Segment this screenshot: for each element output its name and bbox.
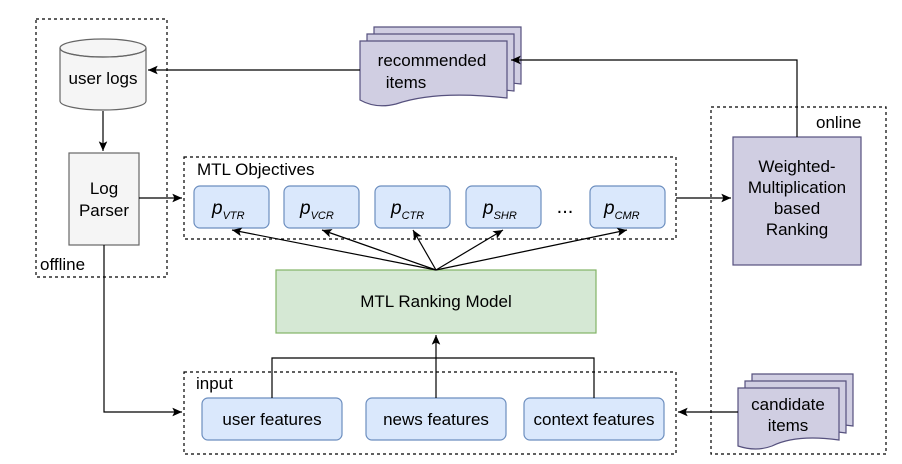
candidate-items-node: candidate items bbox=[737, 373, 854, 450]
objective-subscript: CMR bbox=[615, 210, 640, 222]
feature-label-news: news features bbox=[383, 410, 489, 429]
ranking-label-line3: based bbox=[774, 199, 820, 218]
svg-text:pSHR: pSHR bbox=[482, 198, 517, 222]
objective-subscript: SHR bbox=[494, 210, 517, 222]
offline-region bbox=[35, 18, 168, 278]
ranking-label-line2: Multiplication bbox=[748, 178, 846, 197]
connectors bbox=[98, 55, 798, 417]
offline-region-label: offline bbox=[40, 255, 85, 274]
user-logs-label: user logs bbox=[69, 69, 138, 88]
arrow-model-to-vcr bbox=[321, 229, 437, 271]
objective-box-vcr: pVCR bbox=[283, 185, 360, 229]
arrow-parser-to-input bbox=[103, 245, 182, 417]
input-region bbox=[183, 371, 677, 455]
mtl-ranking-model-label: MTL Ranking Model bbox=[360, 292, 512, 311]
log-parser-node: Log Parser bbox=[68, 152, 140, 246]
objective-base: p bbox=[299, 198, 311, 219]
objective-base: p bbox=[211, 198, 223, 219]
ranking-label-line4: Ranking bbox=[766, 220, 828, 239]
objective-ellipsis: ... bbox=[557, 196, 574, 218]
feature-merge-line bbox=[271, 357, 595, 398]
objectives-region bbox=[183, 156, 677, 240]
arrow-model-to-vtr bbox=[231, 227, 437, 271]
svg-text:pVTR: pVTR bbox=[211, 198, 245, 222]
objective-box-ctr: pCTR bbox=[374, 185, 451, 229]
feature-label-context: context features bbox=[534, 410, 655, 429]
feature-label-user: user features bbox=[222, 410, 321, 429]
online-region bbox=[710, 106, 887, 455]
svg-text:pCMR: pCMR bbox=[603, 198, 640, 222]
arrow-model-to-shr bbox=[435, 229, 504, 271]
ranking-label-line1: Weighted- bbox=[758, 157, 835, 176]
objective-subscript: VTR bbox=[223, 210, 245, 222]
recommended-items-node: recommended items bbox=[359, 26, 522, 107]
objective-box-shr: pSHR bbox=[465, 185, 542, 229]
objective-subscript: VCR bbox=[311, 210, 334, 222]
feature-box-news: news features bbox=[365, 397, 507, 441]
recommended-items-label-line1: recommended bbox=[378, 51, 487, 70]
feature-box-user: user features bbox=[201, 397, 343, 441]
svg-text:pVCR: pVCR bbox=[299, 198, 334, 222]
weighted-ranking-node: Weighted- Multiplication based Ranking bbox=[732, 136, 862, 266]
arrow-ranking-to-recommended bbox=[511, 55, 798, 137]
objective-box-vtr: pVTR bbox=[193, 185, 270, 229]
objectives-region-label: MTL Objectives bbox=[197, 160, 314, 179]
objective-base: p bbox=[482, 198, 494, 219]
input-region-label: input bbox=[196, 374, 233, 393]
log-parser-label-line1: Log bbox=[90, 179, 118, 198]
log-parser-label-line2: Parser bbox=[79, 201, 129, 220]
candidate-items-label-line2: items bbox=[768, 416, 809, 435]
objective-base: p bbox=[603, 198, 615, 219]
arrow-model-to-cmr bbox=[435, 227, 628, 271]
user-logs-database: user logs bbox=[59, 38, 147, 111]
online-region-label: online bbox=[816, 113, 861, 132]
svg-text:pCTR: pCTR bbox=[390, 198, 424, 222]
objective-base: p bbox=[390, 198, 402, 219]
recommended-items-label-line2: items bbox=[386, 73, 427, 92]
arrow-model-to-ctr bbox=[412, 229, 437, 271]
candidate-items-label-line1: candidate bbox=[751, 395, 825, 414]
mtl-ranking-model-node: MTL Ranking Model bbox=[275, 269, 597, 334]
objective-box-cmr: pCMR bbox=[589, 185, 666, 229]
objective-subscript: CTR bbox=[402, 210, 425, 222]
feature-box-context: context features bbox=[523, 397, 665, 441]
